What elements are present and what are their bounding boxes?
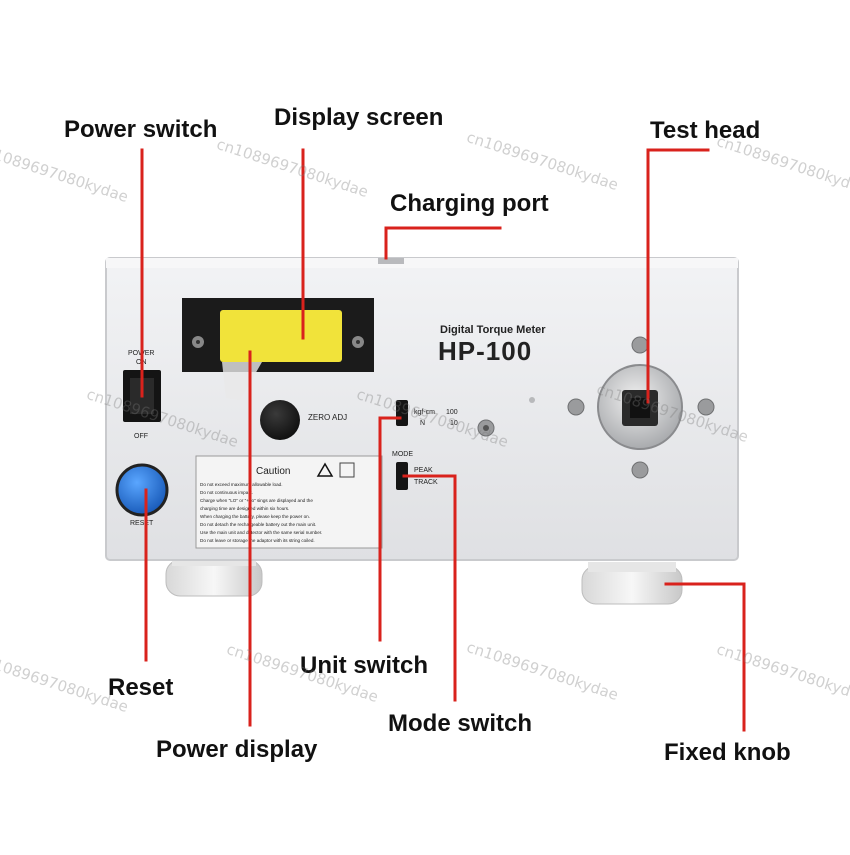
unit-n: N [420, 420, 425, 427]
display-screen [220, 310, 342, 362]
fixed-knob-left[interactable] [165, 556, 263, 597]
label-reset: Reset [108, 674, 174, 701]
label-power-switch: Power switch [64, 116, 218, 143]
reset-button[interactable] [115, 463, 169, 517]
label-test-head: Test head [650, 117, 761, 144]
line-fixed-knob [664, 582, 746, 732]
label-charging-port: Charging port [390, 190, 549, 217]
power-label-off: OFF [134, 433, 148, 440]
caution-line-4: charging time are designed within six ho… [200, 506, 289, 511]
reset-label: RESET [130, 520, 154, 527]
caution-label: Caution Do not exceed maximum allowable … [195, 455, 383, 549]
caution-line-7: Use the main unit and detector with the … [200, 530, 322, 535]
label-mode-switch: Mode switch [388, 710, 533, 737]
callout-lines [140, 148, 746, 732]
device-subtitle: Digital Torque Meter [440, 324, 546, 336]
zero-adj-label: ZERO ADJ [308, 413, 347, 422]
line-charging-port [384, 226, 502, 260]
caution-line-3: Charge when "LO" or "+Lo" sings are disp… [200, 498, 313, 503]
line-mode-switch [402, 474, 457, 702]
caution-line-5: When charging the battery, please keep t… [200, 514, 310, 519]
caution-title: Caution [256, 466, 290, 477]
caution-line-2: Do not continuous impact. [200, 490, 253, 495]
test-head[interactable] [567, 336, 715, 479]
label-display-screen: Display screen [274, 104, 444, 131]
label-fixed-knob: Fixed knob [664, 739, 791, 766]
unit-n-value: 10 [450, 420, 458, 427]
caution-line-8: Do not leave or storage the adaptor with… [200, 538, 315, 543]
label-power-display: Power display [156, 736, 318, 763]
zero-adj-knob[interactable] [260, 400, 300, 440]
line-unit-switch [378, 416, 402, 642]
unit-kgf: kgf-cm [414, 409, 435, 416]
caution-line-1: Do not exceed maximum allowable load. [200, 482, 282, 487]
mode-track: TRACK [414, 479, 438, 486]
unit-switch[interactable] [396, 400, 408, 426]
caution-line-6: Do not detach the rechargeable battery o… [200, 522, 316, 527]
device-model: HP-100 [438, 336, 532, 366]
unit-kgf-value: 100 [446, 409, 458, 416]
line-test-head [646, 148, 710, 404]
mode-peak: PEAK [414, 467, 433, 474]
label-unit-switch: Unit switch [300, 652, 429, 679]
charging-port[interactable] [378, 258, 404, 264]
mode-label: MODE [392, 451, 413, 458]
mode-switch[interactable] [396, 462, 408, 490]
